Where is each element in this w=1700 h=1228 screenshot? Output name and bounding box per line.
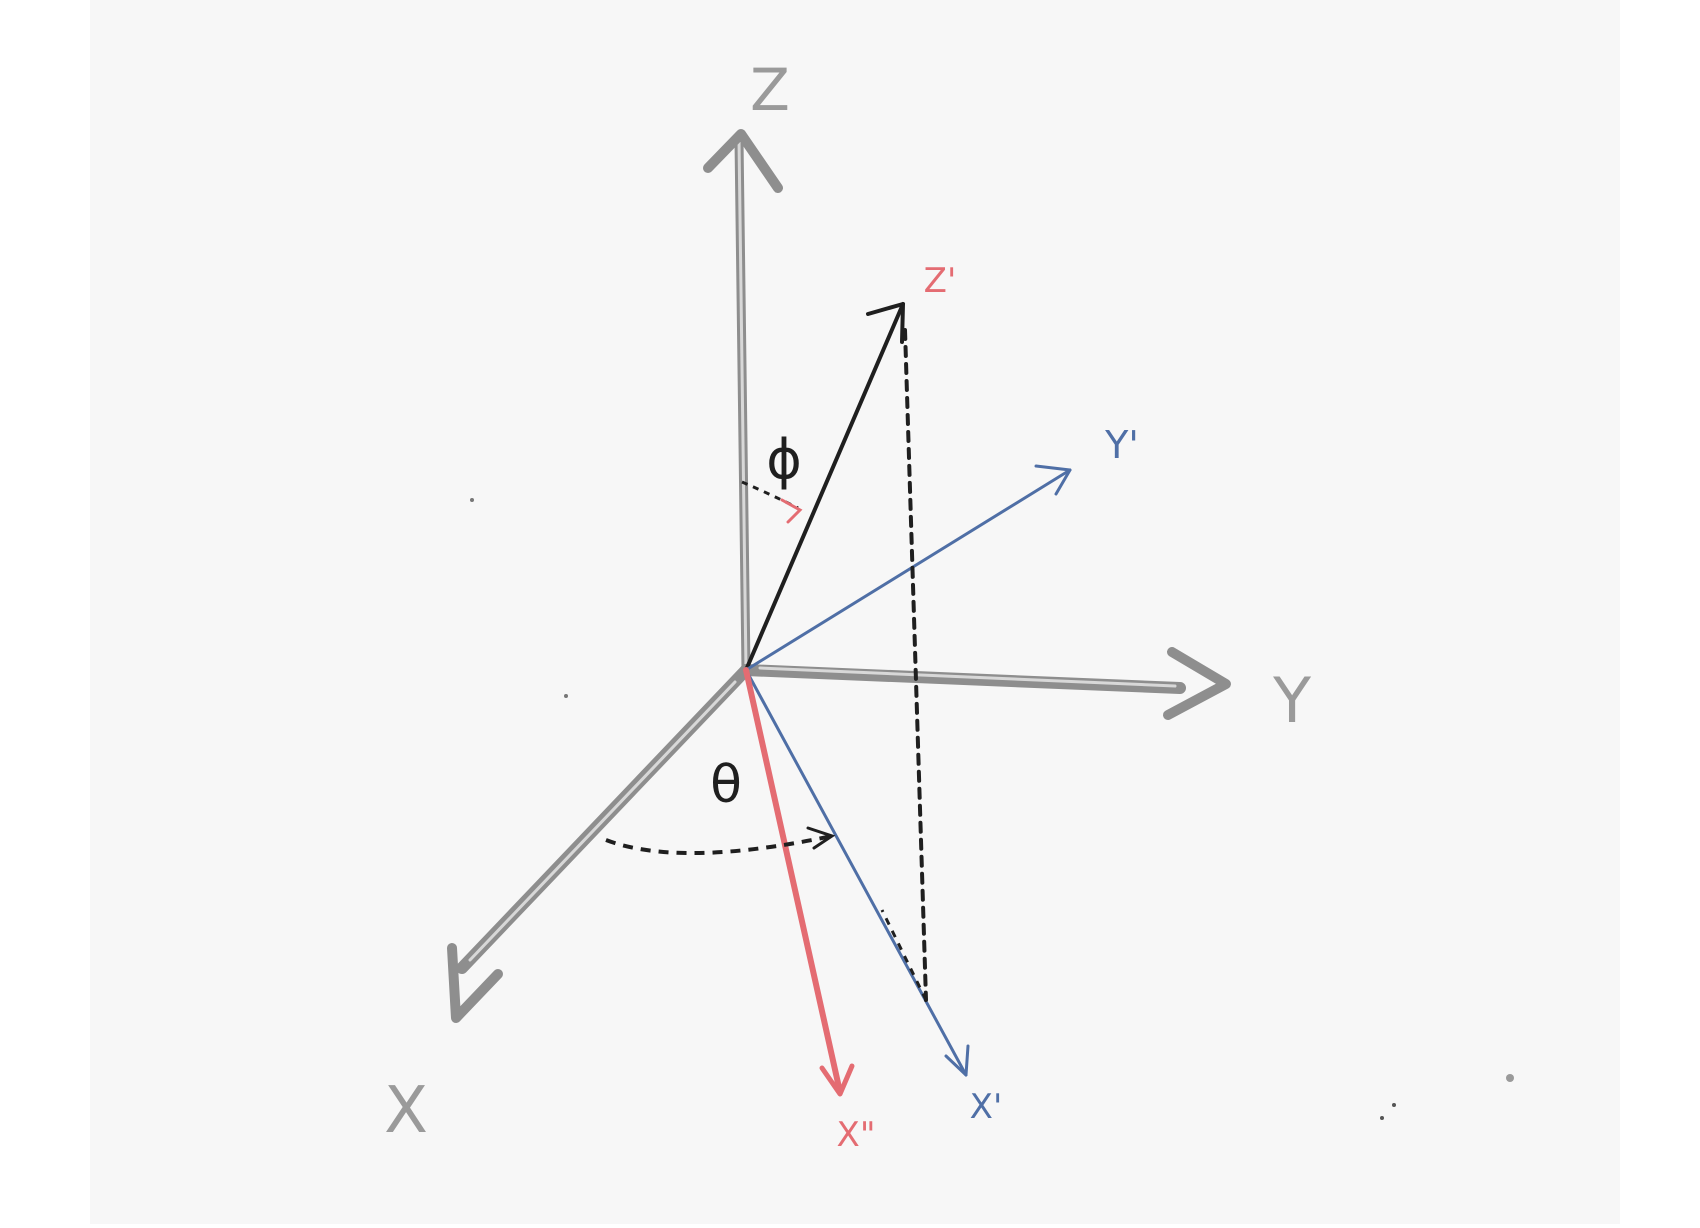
label-x-prime: X' bbox=[970, 1087, 1003, 1127]
marker-speck bbox=[1380, 1116, 1384, 1120]
label-y-prime: Y' bbox=[1104, 423, 1139, 467]
x-double-prime-vector bbox=[743, 667, 855, 1097]
phi-arc bbox=[741, 480, 803, 524]
marker-speck bbox=[1392, 1103, 1396, 1107]
projection-line-vertical bbox=[903, 328, 928, 1002]
theta-arc bbox=[605, 826, 836, 856]
x-prime-vector bbox=[744, 668, 970, 1077]
label-z: Z bbox=[750, 56, 790, 124]
label-x: X bbox=[384, 1074, 428, 1148]
label-z-prime: Z' bbox=[924, 261, 957, 301]
marker-speck bbox=[470, 498, 474, 502]
marker-speck bbox=[564, 694, 568, 698]
z-prime-vector bbox=[744, 302, 905, 672]
x-axis bbox=[447, 664, 752, 1023]
projection-line-base bbox=[880, 909, 928, 1001]
label-theta: θ bbox=[710, 755, 742, 815]
board-surface bbox=[90, 0, 1620, 1224]
label-y: Y bbox=[1272, 664, 1311, 737]
z-axis bbox=[703, 129, 783, 675]
label-phi: ϕ bbox=[766, 428, 802, 491]
y-prime-vector bbox=[744, 464, 1072, 672]
label-x-double-prime: X" bbox=[837, 1115, 876, 1155]
marker-speck bbox=[1506, 1074, 1514, 1082]
y-axis bbox=[740, 647, 1231, 720]
